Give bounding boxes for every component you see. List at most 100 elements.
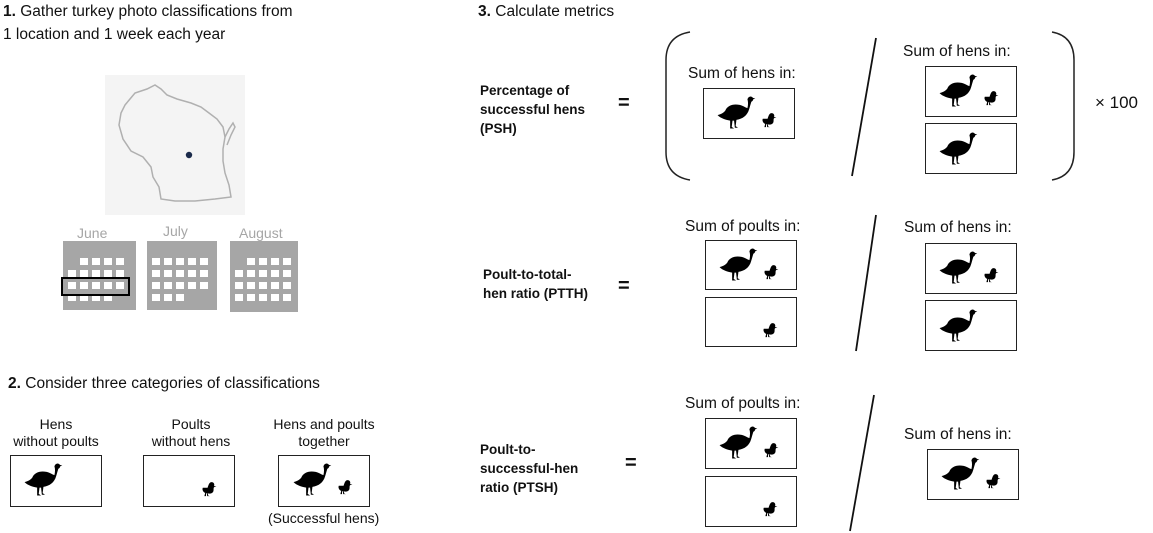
calendar-august — [230, 241, 298, 312]
turkey-poult-icon — [764, 441, 780, 458]
ptth-denominator-label: Sum of hens in: — [904, 219, 1012, 236]
calendar-day-cell — [283, 270, 291, 277]
category-both-label: Hens and poults together — [273, 416, 375, 449]
turkey-hen-icon — [292, 461, 336, 497]
calendar-day-cell — [271, 282, 279, 289]
category-hens-label: Hens without poults — [13, 416, 99, 449]
calendar-day-cell — [104, 270, 112, 277]
section3-text: Calculate metrics — [495, 3, 615, 20]
section3-title: 3. Calculate metrics — [478, 2, 614, 21]
calendar-day-cell — [92, 270, 100, 277]
turkey-poult-icon — [984, 266, 1000, 283]
selected-week-box — [61, 277, 130, 296]
psh-denominator-box-hens — [925, 123, 1017, 174]
turkey-hen-icon — [718, 246, 762, 282]
calendar-day-cell — [104, 258, 112, 265]
psh-parentheses — [665, 31, 1075, 181]
calendar-day-cell — [271, 270, 279, 277]
calendar-day-cell — [176, 282, 184, 289]
ptth-denominator-box-hens — [925, 300, 1017, 351]
calendar-day-cell — [247, 258, 255, 265]
calendar-day-cell — [92, 282, 100, 289]
metric-ptth-label: Poult-to-total- hen ratio (PTTH) — [483, 267, 588, 301]
section1-title: 1. Gather turkey photo classifications f… — [3, 2, 292, 21]
category-both-box — [278, 455, 370, 507]
turkey-poult-icon — [762, 111, 778, 128]
calendar-day-cell — [259, 294, 267, 301]
psh-numerator-label: Sum of hens in: — [688, 65, 796, 82]
calendar-day-cell — [235, 270, 243, 277]
calendar-day-cell — [259, 258, 267, 265]
category-hens-box — [10, 455, 102, 507]
calendar-day-cell — [271, 294, 279, 301]
calendar-day-cell — [164, 258, 172, 265]
turkey-poult-icon — [202, 480, 218, 497]
calendar-day-cell — [271, 258, 279, 265]
metric-ptsh-label: Poult-to- successful-hen ratio (PTSH) — [480, 442, 579, 495]
ptsh-numerator-label: Sum of poults in: — [685, 395, 801, 412]
ptth-denominator-box-both — [925, 243, 1017, 294]
calendar-day-cell — [80, 294, 88, 301]
calendar-day-cell — [152, 258, 160, 265]
month-july: July — [163, 223, 188, 239]
calendar-day-cell — [92, 294, 100, 301]
calendar-day-cell — [68, 282, 76, 289]
calendar-day-cell — [80, 270, 88, 277]
calendar-day-cell — [247, 282, 255, 289]
turkey-hen-icon — [938, 249, 982, 285]
calendar-day-cell — [68, 270, 76, 277]
month-august: August — [239, 225, 283, 241]
calendar-day-cell — [152, 294, 160, 301]
calendar-day-cell — [235, 282, 243, 289]
calendar-day-cell — [80, 282, 88, 289]
calendar-day-cell — [247, 294, 255, 301]
calendar-day-cell — [188, 258, 196, 265]
calendar-day-cell — [152, 270, 160, 277]
ptsh-denominator-label: Sum of hens in: — [904, 426, 1012, 443]
psh-multiplier: × 100 — [1095, 93, 1139, 112]
turkey-hen-icon — [718, 424, 762, 460]
calendar-day-cell — [283, 258, 291, 265]
calendar-day-cell — [188, 270, 196, 277]
turkey-hen-icon — [938, 307, 982, 343]
psh-numerator-box-both — [703, 88, 795, 139]
turkey-poult-icon — [763, 500, 779, 517]
calendar-day-cell — [116, 258, 124, 265]
psh-equals-sign: = — [618, 92, 630, 114]
section1-number: 1. — [3, 3, 16, 20]
calendar-day-cell — [104, 282, 112, 289]
calendar-day-cell — [247, 270, 255, 277]
wisconsin-map-icon — [105, 75, 245, 215]
calendar-day-cell — [235, 294, 243, 301]
metric-psh-label: Percentage of successful hens (PSH) — [480, 83, 586, 136]
ptsh-numerator-box-both — [705, 418, 797, 469]
calendar-day-cell — [164, 294, 172, 301]
calendar-day-cell — [200, 258, 208, 265]
ptth-numerator-box-poults — [705, 297, 797, 347]
calendar-day-cell — [188, 282, 196, 289]
psh-denominator-label: Sum of hens in: — [903, 43, 1011, 60]
calendar-day-cell — [68, 294, 76, 301]
calendar-day-cell — [283, 282, 291, 289]
calendar-day-cell — [200, 282, 208, 289]
calendar-day-cell — [152, 282, 160, 289]
calendar-day-cell — [283, 294, 291, 301]
section2-text: Consider three categories of classificat… — [25, 375, 320, 392]
calendar-day-cell — [164, 270, 172, 277]
calendar-day-cell — [164, 282, 172, 289]
calendar-day-cell — [259, 282, 267, 289]
turkey-hen-icon — [23, 461, 67, 497]
turkey-poult-icon — [984, 89, 1000, 106]
turkey-hen-icon — [938, 130, 982, 166]
category-poults-label: Poults without hens — [151, 416, 231, 449]
calendar-june — [63, 241, 136, 310]
section2-title: 2. Consider three categories of classifi… — [8, 374, 320, 393]
calendar-day-cell — [116, 270, 124, 277]
category-poults-box — [143, 455, 235, 507]
section3-number: 3. — [478, 3, 491, 20]
ptth-equals-sign: = — [618, 275, 630, 297]
ptsh-denominator-box-both — [927, 449, 1019, 500]
ptsh-numerator-box-poults — [705, 476, 797, 527]
turkey-hen-icon — [940, 455, 984, 491]
calendar-july — [147, 241, 217, 310]
